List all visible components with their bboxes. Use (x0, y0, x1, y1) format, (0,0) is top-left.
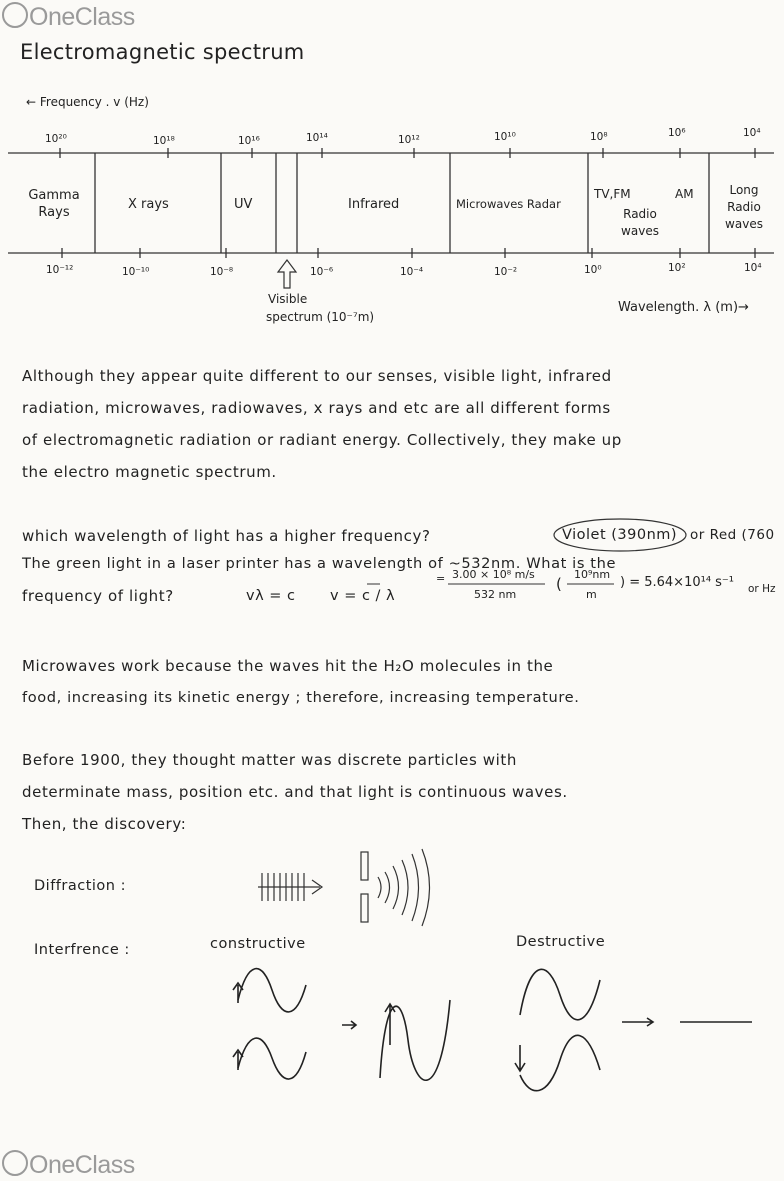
wave-tick: 10⁻¹² (46, 264, 74, 276)
wave-tick: 10⁻² (494, 266, 518, 278)
freq-tick: 10⁴ (743, 127, 761, 139)
freq-tick: 10¹⁶ (238, 135, 260, 147)
conversion-denominator: m (586, 588, 597, 601)
question-line: frequency of light? (22, 587, 174, 605)
paragraph-line: of electromagnetic radiation or radiant … (22, 431, 622, 449)
freq-tick: 10¹⁸ (153, 135, 175, 147)
band-microwaves: Microwaves Radar (456, 197, 561, 211)
answer-circle (553, 518, 687, 552)
diffraction-label: Diffraction : (34, 878, 126, 894)
conversion-numerator: 10⁹nm (574, 568, 611, 581)
logo-o-icon (2, 2, 28, 28)
band-long-radio: Long Radio waves (725, 183, 763, 231)
paragraph-line: Before 1900, they thought matter was dis… (22, 751, 517, 769)
band-tvfm: TV,FM (594, 187, 631, 201)
denominator: 532 nm (474, 588, 517, 601)
paren-open: ( (556, 575, 562, 593)
band-radio: Radio waves (621, 207, 659, 238)
freq-tick: 10¹⁴ (306, 132, 328, 144)
logo-o-icon (2, 1150, 28, 1176)
result: ) = 5.64×10¹⁴ s⁻¹ (620, 575, 735, 590)
visible-label: Visible (268, 292, 308, 306)
destructive-label: Destructive (516, 934, 606, 950)
paragraph-line: Although they appear quite different to … (22, 367, 612, 385)
freq-tick: 10¹⁰ (494, 131, 516, 143)
frequency-axis-label: ← Frequency . v (Hz) (26, 95, 149, 109)
paragraph-line: Then, the discovery: (22, 815, 187, 833)
equation-1: vλ = c (246, 588, 296, 604)
interference-label: Interfrence : (34, 942, 130, 958)
diffraction-drawing (258, 848, 431, 927)
wavelength-axis-label: Wavelength. λ (m)→ (618, 300, 749, 315)
visible-arrow-icon (276, 259, 298, 289)
spectrum-bar (8, 148, 774, 258)
wave-tick: 10⁻¹⁰ (122, 266, 150, 278)
oneclass-logo-bottom: OneClass (2, 1150, 135, 1180)
constructive-waves (232, 967, 451, 1081)
band-uv: UV (234, 197, 253, 212)
question-line: The green light in a laser printer has a… (22, 555, 617, 572)
wave-tick: 10⁴ (744, 262, 762, 274)
constructive-label: constructive (210, 936, 306, 952)
band-xrays: X rays (128, 197, 169, 212)
paragraph-line: food, increasing its kinetic energy ; th… (22, 689, 580, 706)
band-am: AM (675, 187, 694, 201)
paragraph-line: determinate mass, position etc. and that… (22, 783, 568, 801)
destructive-waves (514, 968, 752, 1092)
question-tail: or Red (760 (690, 527, 775, 543)
or-hz: or Hz (748, 583, 776, 595)
equals-sign: = (436, 572, 446, 585)
paragraph-line: Microwaves work because the waves hit th… (22, 657, 554, 675)
numerator: 3.00 × 10⁸ m/s (452, 568, 535, 581)
circled-answer: Violet (390nm) (562, 527, 678, 543)
wave-tick: 10⁻⁴ (400, 266, 424, 278)
wave-tick: 10⁻⁶ (310, 266, 334, 278)
equation-2: v = c / λ (330, 588, 396, 604)
visible-label-units: spectrum (10⁻⁷m) (266, 310, 375, 324)
page-title: Electromagnetic spectrum (20, 40, 305, 64)
paragraph-line: the electro magnetic spectrum. (22, 463, 277, 481)
band-infrared: Infrared (348, 197, 400, 212)
wave-tick: 10⁰ (584, 264, 602, 276)
paragraph-line: radiation, microwaves, radiowaves, x ray… (22, 399, 611, 417)
freq-tick: 10¹² (398, 134, 420, 146)
freq-tick: 10²⁰ (45, 133, 67, 145)
wave-tick: 10⁻⁸ (210, 266, 234, 278)
oneclass-logo-top: OneClass (2, 2, 135, 32)
question-line: which wavelength of light has a higher f… (22, 527, 431, 545)
wave-tick: 10² (668, 262, 686, 274)
freq-tick: 10⁶ (668, 127, 686, 139)
freq-tick: 10⁸ (590, 131, 608, 143)
band-gamma: Gamma Rays (28, 188, 80, 220)
